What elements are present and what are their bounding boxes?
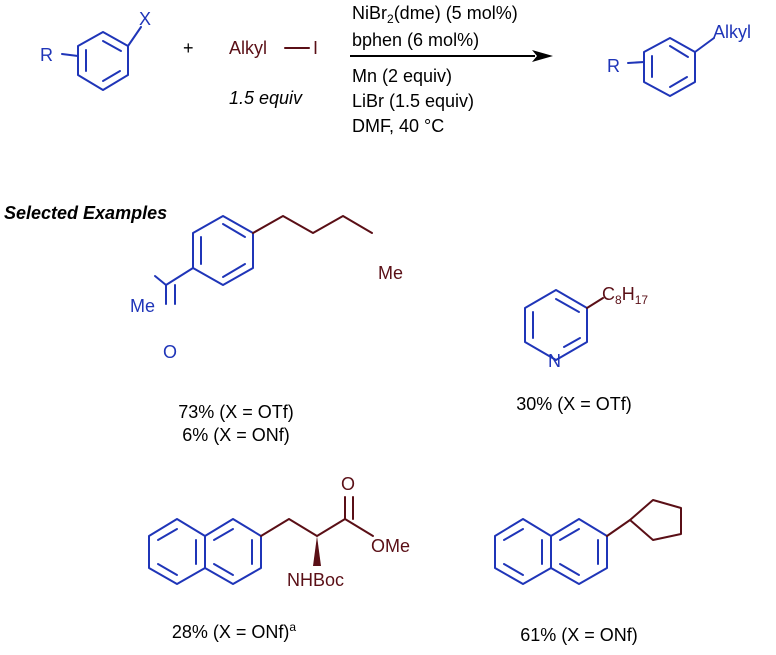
example-2-octyl-formula: C8H17 (602, 284, 649, 307)
example-2-hydrogen: H (621, 284, 635, 304)
example-2-hydrogen-count: 17 (634, 293, 649, 307)
condition-catalyst-subscript: 2 (387, 12, 394, 26)
condition-solvent-temperature: DMF, 40 °C (352, 116, 445, 136)
example-1-structure (154, 215, 373, 305)
condition-ligand: bphen (6 mol%) (352, 30, 480, 50)
condition-additive: LiBr (1.5 equiv) (352, 91, 475, 111)
example-3-carbonyl-oxygen: O (341, 474, 356, 494)
condition-catalyst-metal: NiBr (352, 3, 387, 23)
product-r-label: R (607, 56, 620, 76)
product-benzene-ring (627, 37, 715, 97)
example-3-yield: 28% (X = ONf) (171, 622, 290, 642)
example-1-butyl-methyl: Me (378, 263, 404, 283)
condition-reductant: Mn (2 equiv) (352, 66, 453, 86)
example-4-structure (494, 499, 682, 585)
example-3-footnote-marker: a (289, 620, 297, 634)
condition-catalyst-loading: (dme) (5 mol%) (393, 3, 518, 23)
section-title: Selected Examples (4, 203, 168, 223)
reagent-equiv: 1.5 equiv (229, 88, 303, 108)
reagent-iodide-label: I (313, 38, 319, 58)
example-2-carbon-count: 8 (615, 293, 622, 307)
reagent-alkyl-label: Alkyl (229, 38, 268, 58)
plus-sign: + (183, 38, 194, 58)
example-3-nhboc: NHBoc (287, 570, 345, 590)
reactant-r-label: R (40, 45, 53, 65)
example-2-structure (524, 289, 604, 361)
reactant-x-label: X (139, 9, 152, 29)
condition-catalyst: NiBr2(dme) (5 mol%) (352, 3, 518, 26)
example-1-yield-onf: 6% (X = ONf) (182, 425, 290, 445)
example-3-yield-line: 28% (X = ONf)a (171, 620, 297, 644)
example-1-carbonyl-oxygen: O (163, 342, 178, 362)
reactant-benzene-ring (61, 26, 142, 91)
example-3-structure (148, 496, 374, 585)
reaction-arrow (350, 50, 553, 62)
example-1-acetyl-methyl: Me (130, 296, 156, 316)
example-2-pyridine-nitrogen: N (548, 351, 561, 371)
example-4-yield: 61% (X = ONf) (520, 625, 638, 645)
example-3-methyl-ester: OMe (371, 536, 411, 556)
example-2-carbon: C (602, 284, 615, 304)
example-2-yield: 30% (X = OTf) (516, 394, 632, 414)
product-alkyl-label: Alkyl (713, 22, 752, 42)
example-1-yield-otf: 73% (X = OTf) (178, 402, 294, 422)
